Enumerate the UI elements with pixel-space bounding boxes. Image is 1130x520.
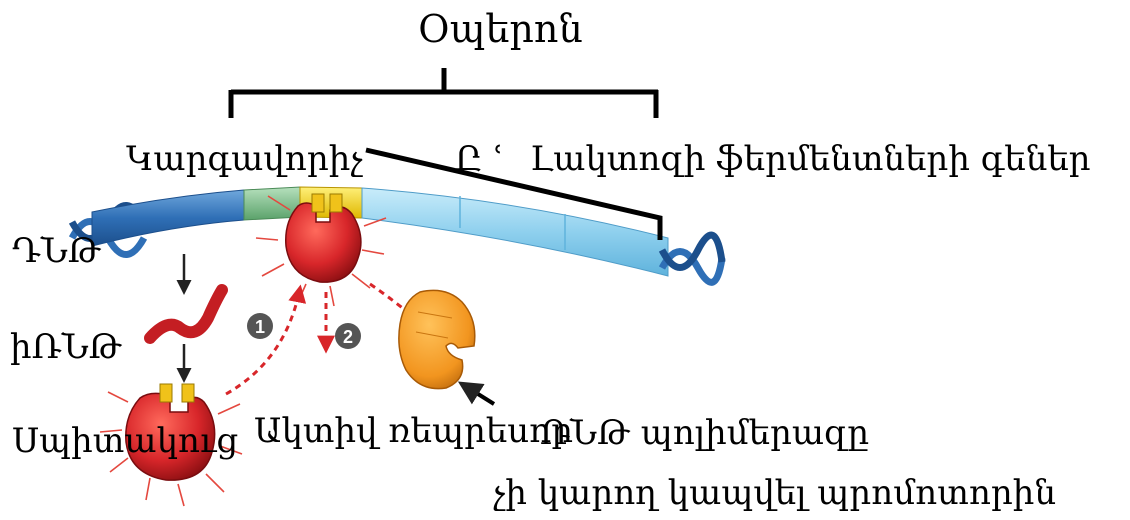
step-1-number: 1 (255, 317, 265, 337)
rna-polymerase-label: ՌՆԹ պոլիմերազը (540, 416, 869, 450)
regulator-label: Կարգավորիչ (126, 142, 363, 176)
partial-glyphs-label: Ը ՙ (455, 142, 504, 176)
protein-label: Սպիտակուց (12, 424, 238, 458)
dna-regulator-segment (92, 190, 244, 246)
dashed-arrows (226, 284, 412, 394)
dna-lac-genes-segment (362, 188, 668, 276)
step-badges: 1 2 (247, 313, 361, 349)
operon-title: Օպերոն (418, 10, 583, 48)
cannot-bind-label: չի կարող կապվել պրոմոտորին (493, 476, 1056, 510)
active-repressor-label: Ակտիվ ռեպրեսոր (254, 414, 573, 448)
operon-bracket (231, 68, 658, 118)
lactose-genes-label: Լակտոզի ֆերմենտների գեներ (530, 142, 1091, 176)
mrna-ribbon (150, 290, 222, 338)
dna-helix-right (662, 235, 722, 282)
rna-polymerase (399, 290, 475, 388)
dna-label: ԴՆԹ (12, 234, 101, 268)
polymerase-pointer-arrow (462, 384, 494, 404)
mrna-label: իՌՆԹ (10, 330, 122, 364)
step-2-number: 2 (343, 327, 353, 347)
